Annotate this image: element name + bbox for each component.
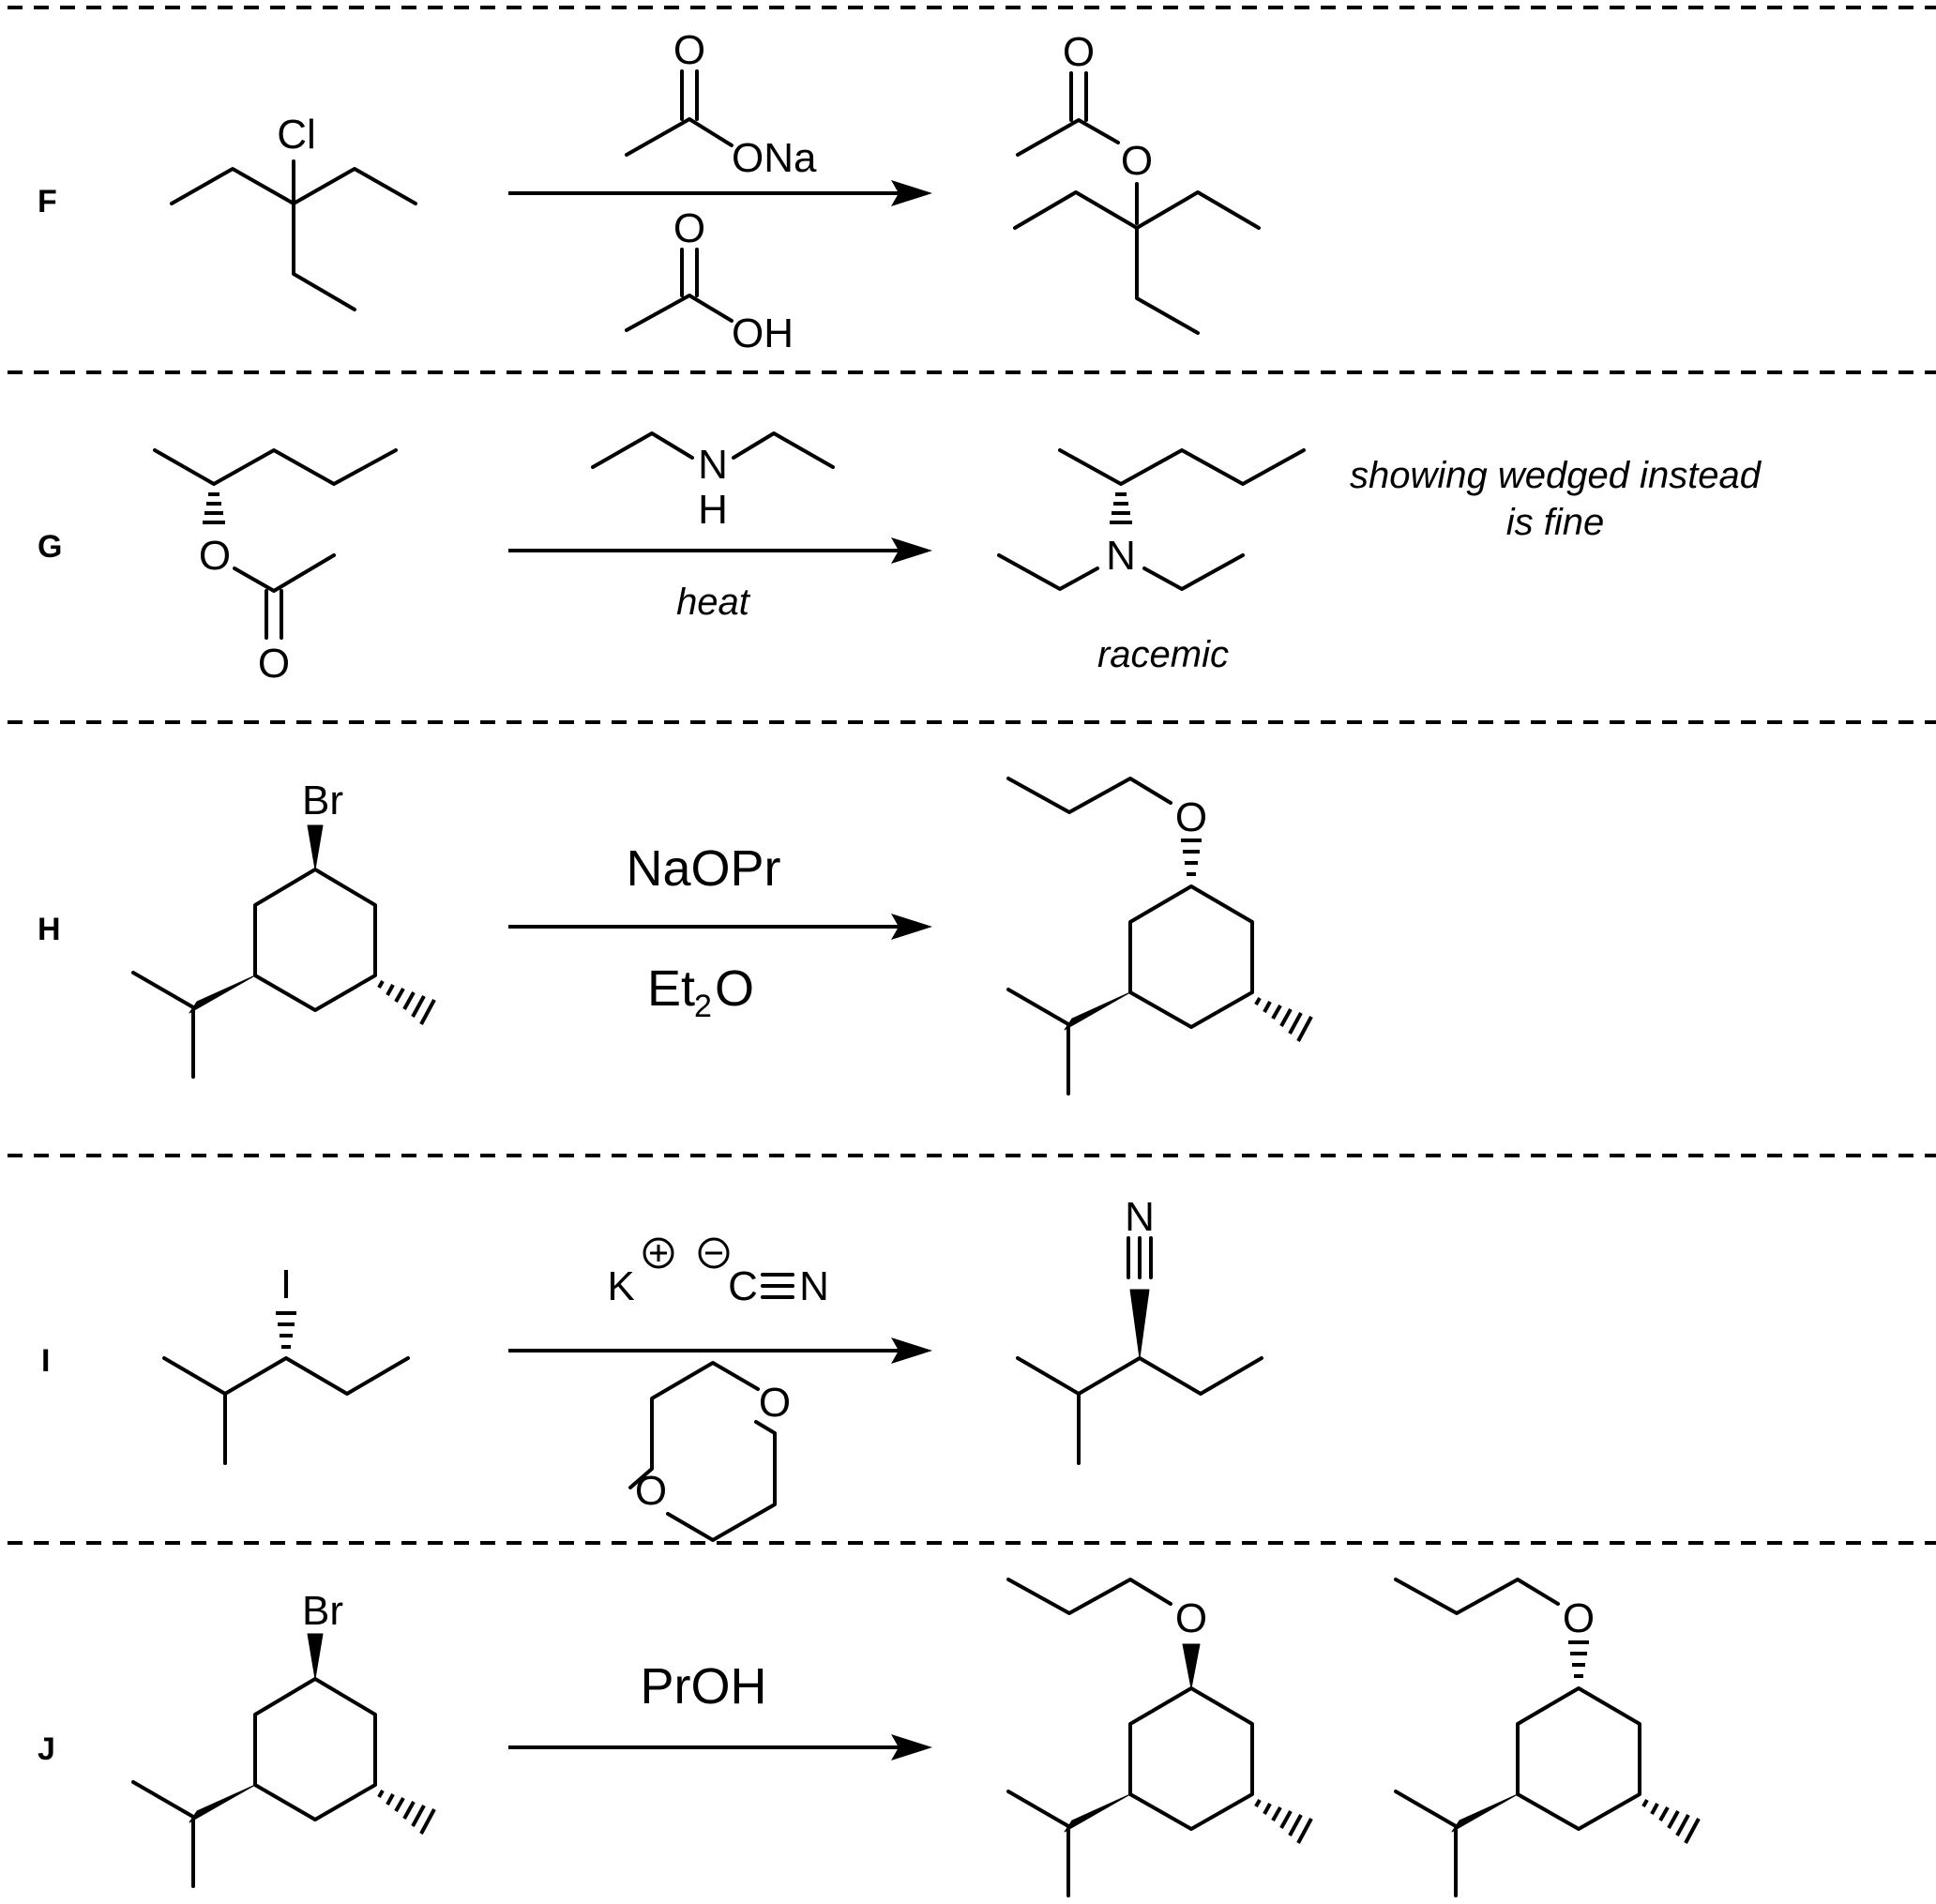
reaction-arrow-i	[508, 1337, 932, 1364]
reaction-arrow-j	[508, 1734, 932, 1760]
reagent-bottom-h: Et 2 O	[647, 960, 754, 1024]
atom-o: O	[1175, 1595, 1207, 1641]
reaction-label-f: F	[38, 184, 57, 219]
atom-k: K	[607, 1263, 634, 1309]
wedge-bond	[307, 1633, 324, 1680]
condition-heat: heat	[676, 582, 751, 623]
reactant-j: Br	[131, 1588, 436, 1888]
side-note-line-2: is fine	[1506, 502, 1605, 543]
wedge-bond	[1451, 1793, 1519, 1833]
reaction-arrow-f	[508, 180, 932, 206]
atom-ona: ONa	[732, 135, 817, 181]
atom-n: N	[799, 1263, 829, 1309]
atom-oh: OH	[732, 310, 794, 356]
hashed-bond	[203, 492, 225, 524]
reaction-label-g: G	[38, 529, 62, 565]
hashed-bond	[1181, 839, 1202, 876]
atom-o: O	[1175, 794, 1207, 840]
reaction-i: I I K C N	[41, 1194, 1263, 1542]
reagent-bottom-i: O O	[628, 1361, 791, 1542]
atom-o: O	[673, 27, 705, 73]
product-note-racemic: racemic	[1097, 634, 1229, 675]
hashed-bond	[1254, 997, 1313, 1042]
atom-h: H	[698, 487, 728, 533]
atom-o: O	[673, 205, 705, 251]
reactant-h: Br	[131, 778, 436, 1079]
hashed-bond	[1568, 1640, 1589, 1678]
reaction-arrow-g	[508, 537, 932, 564]
atom-o: O	[199, 533, 231, 579]
wedge-bond	[1182, 1643, 1201, 1689]
wedge-bond	[307, 824, 324, 870]
atom-o: O	[1563, 1595, 1595, 1641]
atom-n: N	[1106, 533, 1136, 579]
atom-o: O	[1121, 138, 1153, 184]
reagent-o: O	[715, 960, 754, 1017]
reagent-top-g: N H	[591, 431, 835, 533]
reaction-j: J Br PrOH O	[38, 1578, 1701, 1897]
reactant-f: Cl	[170, 112, 417, 311]
product-f: O O	[1013, 29, 1261, 335]
atom-cl: Cl	[277, 112, 316, 158]
product-j-2: O	[1394, 1578, 1701, 1897]
atom-n: N	[1125, 1194, 1155, 1240]
wedge-bond	[1064, 991, 1131, 1031]
hashed-bond	[276, 1311, 296, 1349]
wedge-bond	[189, 1784, 256, 1823]
product-i: N	[1016, 1194, 1263, 1465]
atom-i: I	[280, 1262, 292, 1307]
reagent-top-f: O ONa	[625, 27, 817, 181]
reaction-label-i: I	[41, 1343, 50, 1379]
product-j-1: O	[1006, 1578, 1313, 1897]
reaction-h: H Br NaOPr Et 2 O	[38, 777, 1313, 1096]
hashed-bond	[1641, 1799, 1701, 1844]
reaction-arrow-h	[508, 914, 932, 940]
reaction-label-j: J	[38, 1731, 55, 1767]
reagent-top-h: NaOPr	[626, 840, 780, 897]
atom-o: O	[759, 1380, 791, 1426]
reaction-g: G O O N H heat	[38, 431, 1762, 687]
hashed-bond	[377, 1790, 436, 1835]
reaction-label-h: H	[38, 912, 61, 947]
reagent-subscript: 2	[694, 989, 712, 1024]
wedge-bond	[1064, 1793, 1131, 1833]
hashed-bond	[1110, 492, 1132, 524]
wedge-bond	[189, 975, 256, 1014]
hashed-bond	[377, 980, 436, 1025]
reactant-i: I	[162, 1262, 410, 1465]
atom-o: O	[635, 1468, 667, 1514]
atom-o: O	[1063, 29, 1095, 75]
reagent-bottom-f: O OH	[625, 205, 794, 356]
reagent-et: Et	[647, 960, 695, 1017]
reagent-top-j: PrOH	[641, 1658, 767, 1715]
wedge-bond	[1129, 1289, 1150, 1359]
product-g: N racemic	[997, 448, 1306, 675]
reaction-f: F Cl O ONa O OH	[38, 27, 1261, 356]
hashed-bond	[1254, 1799, 1313, 1844]
reactant-g: O O	[153, 448, 398, 687]
atom-o: O	[258, 641, 290, 687]
atom-br: Br	[302, 778, 343, 824]
atom-c: C	[728, 1263, 758, 1309]
atom-br: Br	[302, 1588, 343, 1634]
reagent-top-i: K C N	[607, 1237, 829, 1309]
side-note-line-1: showing wedged instead	[1350, 455, 1762, 496]
product-h: O	[1006, 777, 1313, 1096]
atom-n: N	[698, 442, 728, 488]
